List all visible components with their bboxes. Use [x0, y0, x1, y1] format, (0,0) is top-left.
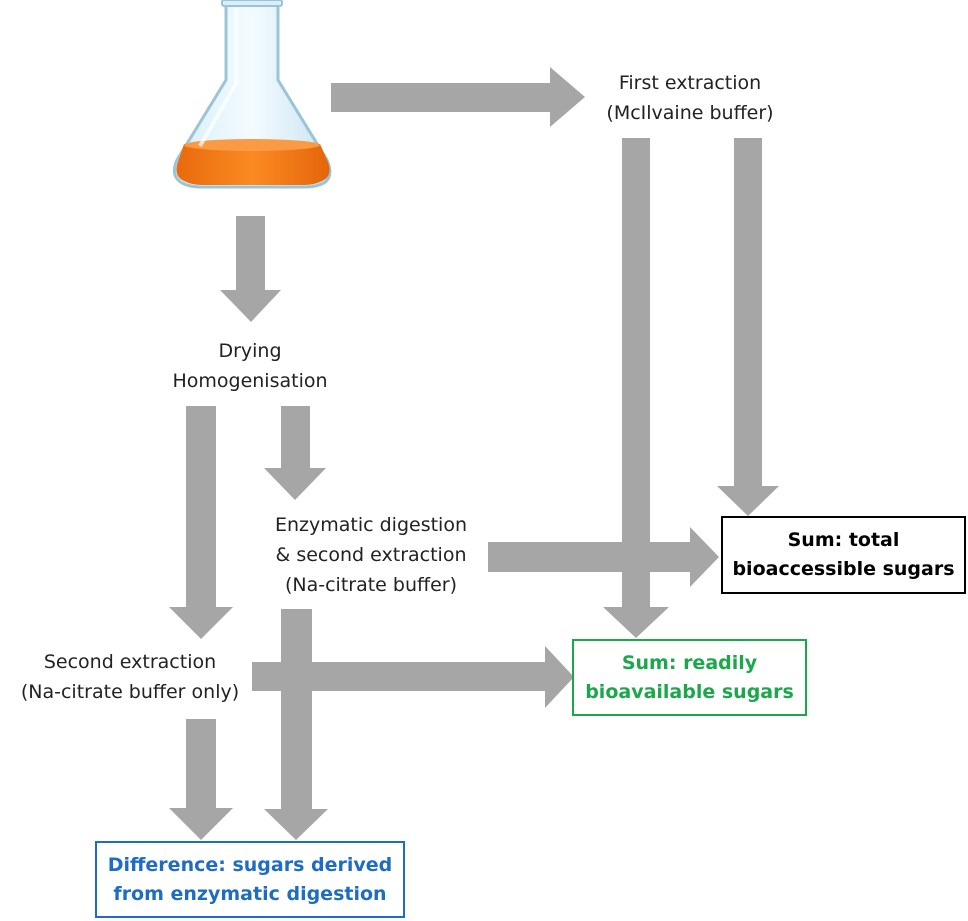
first-extraction-line2: (McIlvaine buffer)	[606, 102, 774, 124]
enzymatic-line2: & second extraction	[275, 544, 467, 566]
drying-label: Drying Homogenisation	[155, 336, 345, 396]
drying-line2: Homogenisation	[172, 370, 328, 392]
enzymatic-line3: (Na-citrate buffer)	[284, 574, 458, 596]
arrow-flask-to-drying	[220, 216, 281, 322]
first-extraction-line1: First extraction	[618, 72, 762, 94]
readily-box-line2: bioavailable sugars	[585, 680, 794, 703]
arrow-first-extraction-to-total	[717, 138, 779, 516]
difference-box-line2: from enzymatic digestion	[113, 882, 387, 905]
readily-box-line1: Sum: readily	[621, 651, 758, 674]
arrow-enzymatic-to-total	[488, 527, 719, 587]
drying-line1: Drying	[218, 340, 282, 362]
arrow-drying-to-second-extraction	[169, 406, 233, 639]
second-extraction-line1: Second extraction	[43, 651, 217, 673]
arrow-enzymatic-to-difference	[264, 609, 328, 840]
readily-bioavailable-sugars-box: Sum: readily bioavailable sugars	[572, 639, 807, 716]
second-extraction-line2: (Na-citrate buffer only)	[20, 681, 240, 703]
enzymatic-line1: Enzymatic digestion	[274, 514, 467, 536]
arrow-first-extraction-to-readily	[603, 138, 669, 638]
erlenmeyer-flask-icon	[172, 0, 332, 189]
arrow-flask-to-first-extraction	[331, 67, 585, 127]
difference-enzymatic-sugars-box: Difference: sugars derived from enzymati…	[95, 841, 405, 918]
arrow-second-extraction-to-readily	[252, 646, 574, 708]
arrow-second-extraction-to-difference	[169, 719, 233, 840]
difference-box-line1: Difference: sugars derived	[107, 853, 393, 876]
second-extraction-label: Second extraction (Na-citrate buffer onl…	[0, 647, 260, 707]
total-box-line2: bioaccessible sugars	[732, 558, 955, 580]
first-extraction-label: First extraction (McIlvaine buffer)	[585, 68, 795, 128]
arrow-drying-to-enzymatic	[264, 406, 326, 500]
enzymatic-digestion-label: Enzymatic digestion & second extraction …	[256, 510, 486, 600]
total-box-line1: Sum: total	[787, 529, 900, 551]
total-bioaccessible-sugars-box: Sum: total bioaccessible sugars	[721, 516, 966, 594]
